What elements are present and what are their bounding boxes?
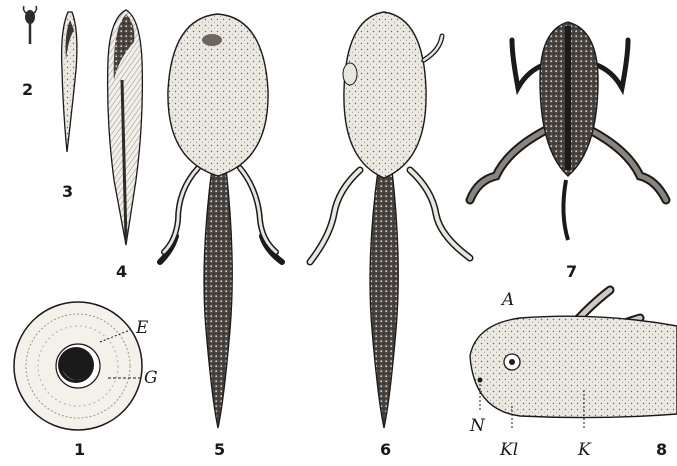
figure-number-5: 5 — [214, 442, 225, 458]
figure-number-2: 2 — [22, 82, 33, 98]
figure-number-1: 1 — [74, 442, 85, 458]
label-egg-jelly: G — [144, 370, 158, 387]
figure-number-3: 3 — [62, 184, 73, 200]
fig3-early-tadpole — [62, 12, 77, 152]
fig5-tadpole-hind-legs — [160, 14, 282, 428]
figure-number-7: 7 — [566, 264, 577, 280]
label-gill-slit: Kl — [500, 442, 518, 459]
figure-number-4: 4 — [116, 264, 127, 280]
fig2-hatchling — [23, 6, 36, 44]
fig8-tadpole-head-gills — [470, 290, 677, 430]
fig4-tadpole — [108, 10, 143, 245]
figure-number-6: 6 — [380, 442, 391, 458]
figure-number-8: 8 — [656, 442, 667, 458]
fig6-tadpole-four-legs — [310, 12, 470, 428]
label-egg-envelope: E — [136, 320, 148, 337]
label-external-gills: K — [578, 442, 591, 459]
fig1-egg — [14, 302, 142, 430]
label-head-region: A — [502, 292, 514, 309]
fig7-young-frog — [470, 22, 666, 240]
label-nostril: N — [470, 418, 485, 435]
